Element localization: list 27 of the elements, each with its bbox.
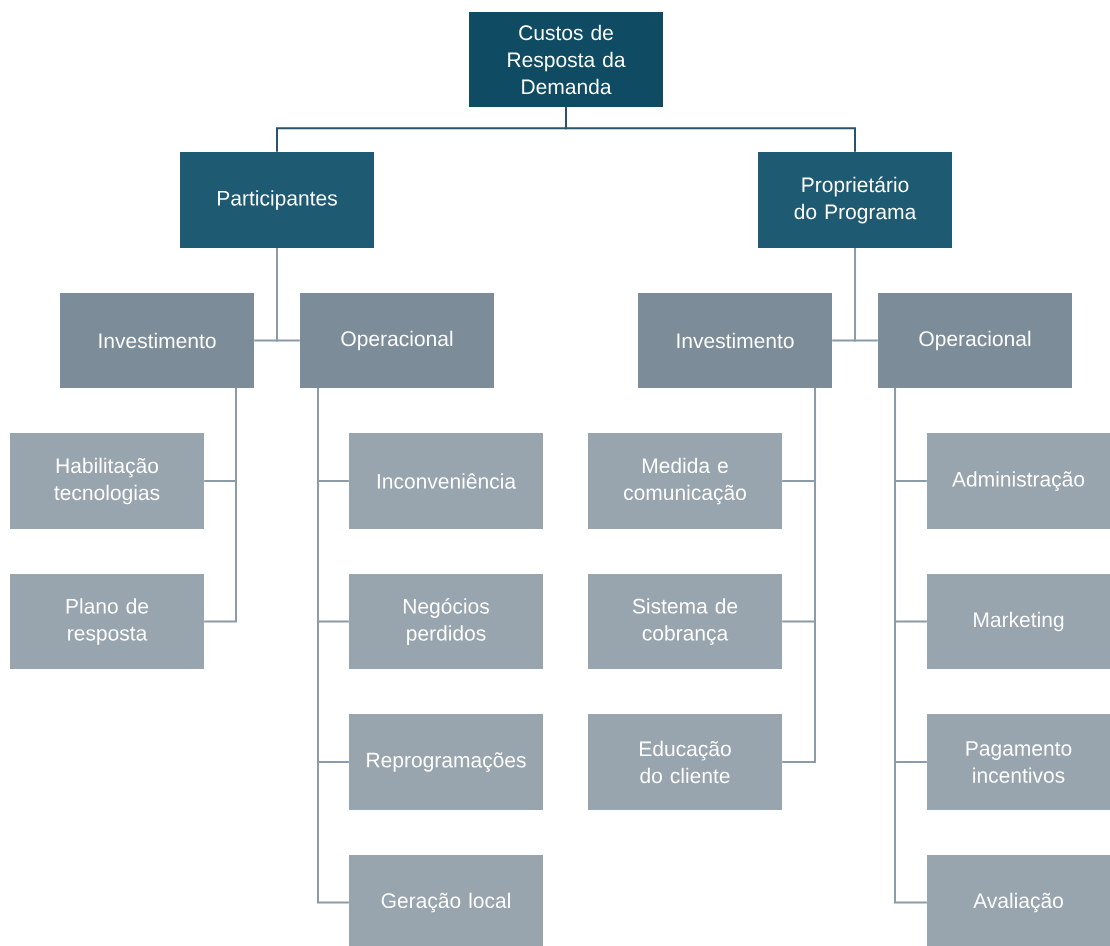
category-box: Marketing [927,574,1110,669]
category-box: Administração [927,433,1110,529]
category-box: Negócios perdidos [349,574,543,669]
category-box: Pagamento incentivos [927,714,1110,810]
category-box: Operacional [878,293,1072,388]
category-box: Investimento [60,293,254,388]
category-box: Medida e comunicação [588,433,782,529]
connector-line [276,247,301,342]
category-box: Operacional [300,293,494,388]
category-box: Proprietário do Programa [758,152,952,248]
connector-line [203,387,237,623]
category-box: Reprogramações [349,714,543,810]
category-box: Custos de Resposta da Demanda [469,12,663,107]
connector-line [565,106,856,153]
category-box: Habilitação tecnologias [10,433,204,529]
category-box: Plano de resposta [10,574,204,669]
connector-line [781,387,816,763]
category-box: Sistema de cobrança [588,574,782,669]
category-box: Geração local [349,855,543,946]
category-box: Avaliação [927,855,1110,946]
category-box: Educação do cliente [588,714,782,810]
connector-line [854,247,879,342]
connector-line [317,387,350,904]
category-box: Investimento [638,293,832,388]
category-box: Participantes [180,152,374,248]
connector-line [894,387,928,904]
category-box: Inconveniência [349,433,543,529]
